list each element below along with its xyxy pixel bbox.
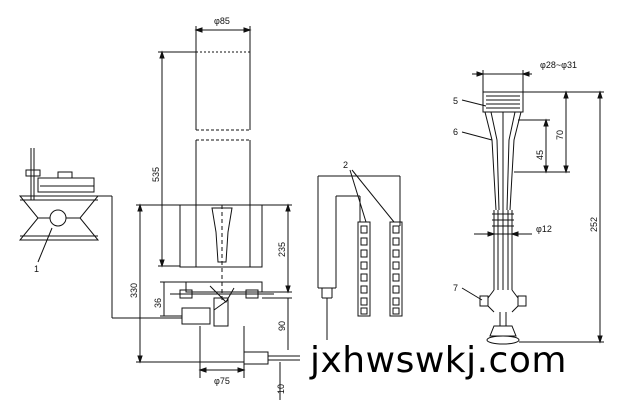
dim-bottom-width [198, 362, 246, 378]
dim-diameter-12 [474, 231, 532, 237]
dim-top-width-label: φ85 [214, 16, 230, 26]
dim-252-label: 252 [589, 217, 599, 232]
probe-assembly [479, 91, 527, 345]
dim-36-label: 36 [153, 298, 163, 308]
watermark-text: jxhwswkj.com [309, 340, 567, 381]
stand-clamp-assembly [18, 148, 182, 319]
leader-2 [349, 169, 395, 223]
dim-90-label: 90 [277, 321, 287, 331]
callout-7: 7 [453, 283, 458, 293]
dim-235 [262, 203, 292, 294]
dim-right-top-width [472, 70, 532, 92]
u-frame [317, 175, 401, 340]
leader-7 [461, 287, 483, 301]
dim-90 [262, 297, 292, 350]
dim-330-label: 330 [129, 283, 139, 298]
leader-5 [461, 99, 487, 107]
dim-535 [158, 50, 196, 268]
dim-330 [136, 203, 200, 364]
dim-36 [160, 281, 186, 317]
callout-2: 2 [343, 160, 348, 170]
callout-5: 5 [453, 96, 458, 106]
dim-70-label: 70 [555, 130, 565, 140]
leader-6 [461, 131, 493, 141]
center-column [170, 51, 300, 365]
dim-252 [519, 90, 604, 344]
callout-6: 6 [453, 127, 458, 137]
dim-70 [514, 90, 570, 174]
dim-bottom-width-label: φ75 [214, 376, 230, 386]
dim-535-label: 535 [151, 167, 161, 182]
dim-10-label: 10 [276, 384, 286, 394]
dim-235-label: 235 [277, 242, 287, 257]
electrode-column-left [357, 221, 371, 317]
dim-diameter-12-label: φ12 [536, 224, 552, 234]
leader-1 [37, 227, 53, 263]
dim-45 [518, 118, 550, 174]
dim-top-width [194, 26, 252, 52]
dim-45-label: 45 [535, 150, 545, 160]
callout-1: 1 [34, 264, 39, 274]
dim-right-top-width-label: φ28~φ31 [540, 60, 577, 70]
electrode-column-right [389, 221, 403, 317]
